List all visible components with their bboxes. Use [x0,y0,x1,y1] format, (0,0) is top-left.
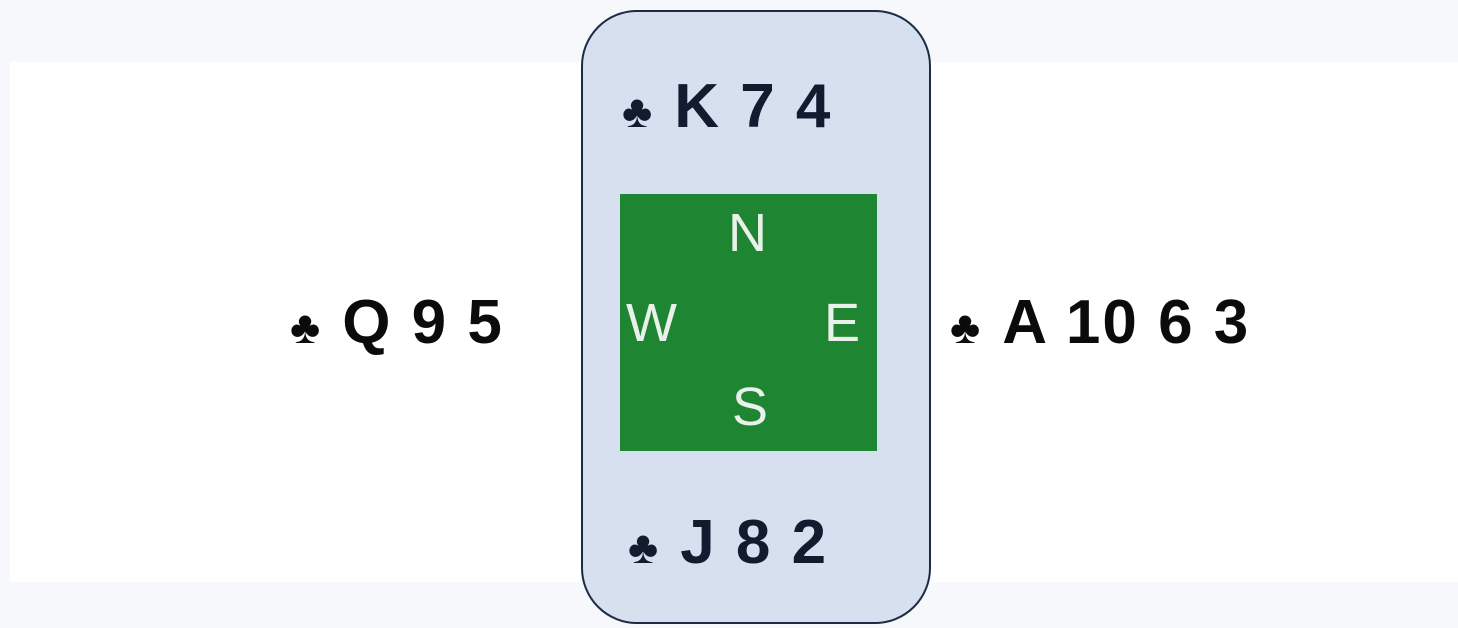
south-hand: ♣ J 8 2 [628,512,828,574]
east-hand: ♣ A 10 6 3 [950,292,1250,354]
compass-west-label: W [626,293,677,353]
west-cards: Q 9 5 [342,288,504,357]
club-icon: ♣ [950,301,981,353]
club-icon: ♣ [290,301,321,353]
compass-north-label: N [728,203,767,263]
club-icon: ♣ [628,521,659,573]
club-icon: ♣ [622,85,653,137]
east-cards: A 10 6 3 [1002,288,1251,357]
south-cards: J 8 2 [680,508,829,577]
compass-table: N W E S [620,194,877,451]
north-hand: ♣ K 7 4 [622,76,832,138]
compass-south-label: S [732,377,769,437]
north-cards: K 7 4 [674,72,833,141]
compass-east-label: E [824,293,861,353]
west-hand: ♣ Q 9 5 [290,292,504,354]
